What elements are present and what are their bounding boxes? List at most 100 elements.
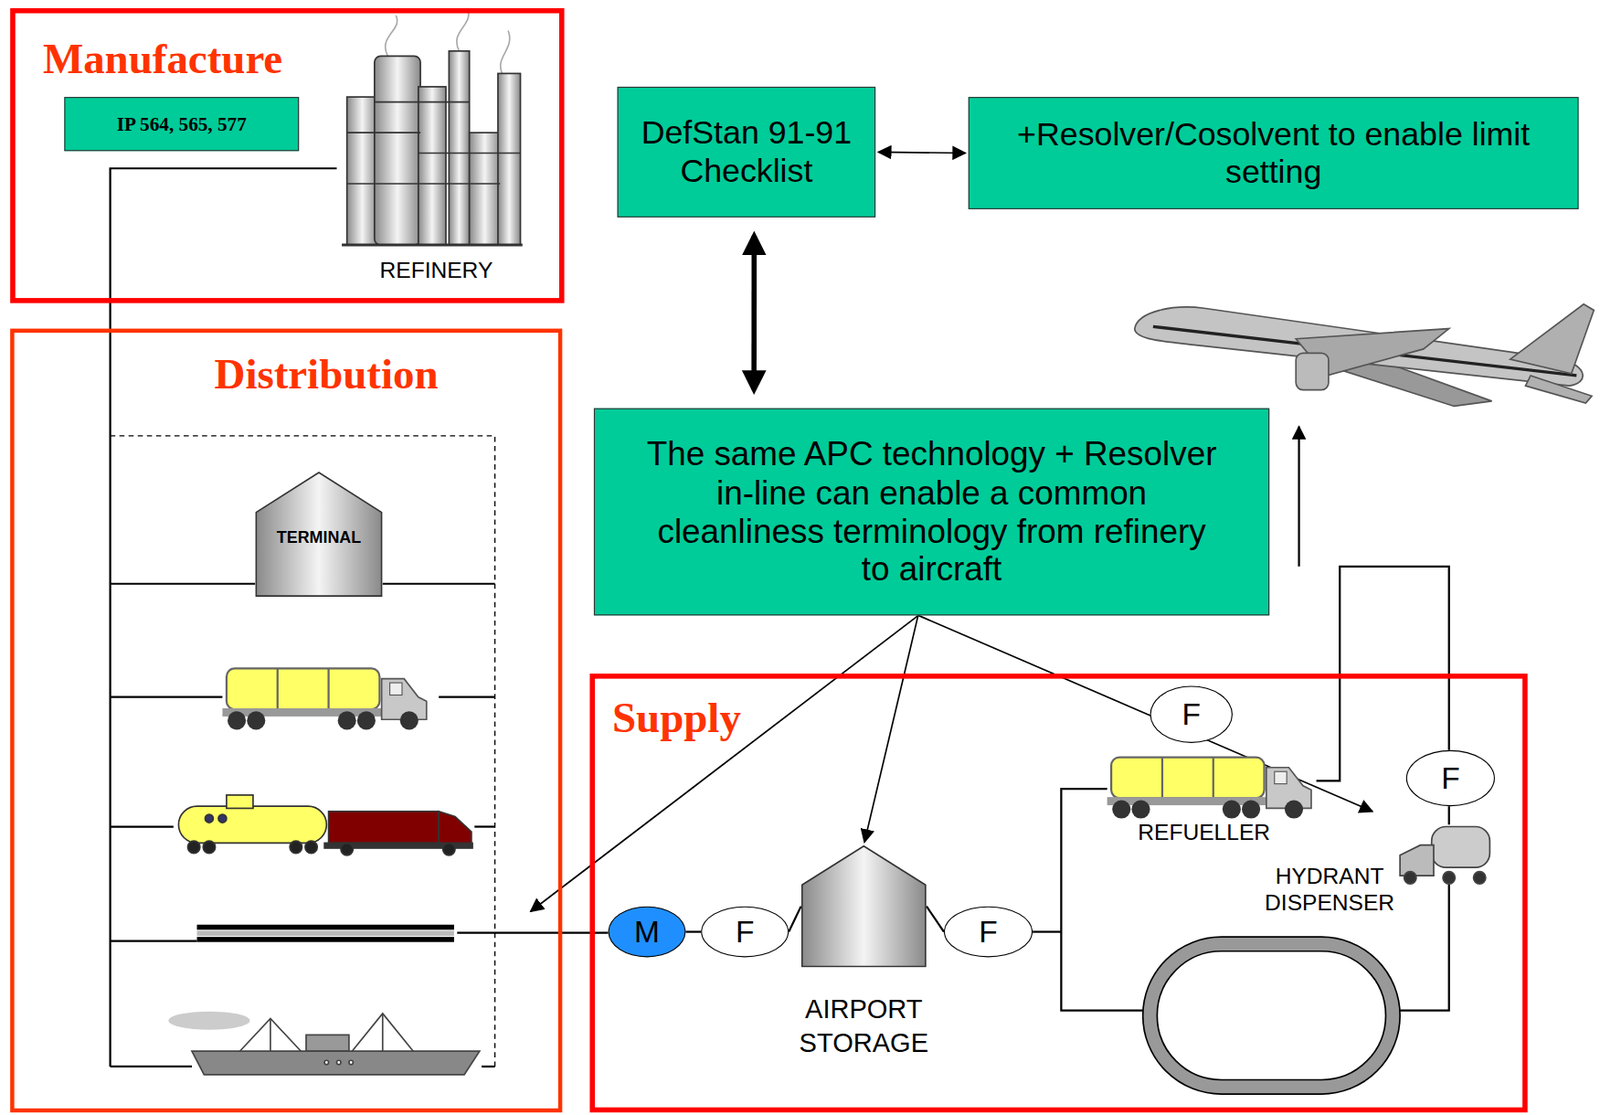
supply-lines-part [1392,879,1449,1011]
rail-tanker-icon-part [204,814,213,823]
airplane-illustration-part [1525,375,1592,403]
road-tanker-icon [222,667,426,730]
distribution-lines-part [481,1065,496,1068]
box-text: +Resolver/Cosolvent to enable limit sett… [977,115,1570,191]
region-title: Manufacture [42,35,283,84]
terminal-tank: TERMINAL [254,471,383,597]
note-box: The same APC technology + Resolver in-li… [593,408,1270,616]
hydrant-dispenser-icon-part [1473,871,1486,884]
tank-label: AIRPORT STORAGE [778,993,949,1060]
refinery-illustration-part [374,101,470,104]
distribution-lines-part [110,1065,192,1068]
hydrant-ring-icon-part [1150,943,1394,1087]
hydrant-dispenser-icon [1399,826,1490,885]
airplane-illustration-part [1153,326,1577,376]
refinery-illustration-part [498,73,521,245]
connector [926,906,944,933]
ship-icon-part [381,1013,384,1051]
ship-icon-part [168,1011,250,1030]
tank-outline [801,845,927,968]
connector [685,930,701,933]
distribution-lines-part [110,696,223,699]
supply-lines-part [1448,805,1451,825]
region-title: Distribution [214,350,439,399]
ship-icon-part [324,1059,329,1064]
distribution-lines-part [438,696,495,699]
refinery-illustration-part [347,182,501,185]
supply-lines [530,426,1450,1011]
distribution-lines-part [110,435,496,1067]
refinery-illustration-part [418,86,446,245]
ship-icon-part [269,1017,272,1051]
supply-lines-part [1032,930,1061,933]
box-text: IP 564, 565, 577 [116,112,247,135]
equipment-label: REFUELLER [1127,819,1282,847]
connector [788,906,801,933]
distribution-lines-part [110,939,198,942]
filter-letter: F [1182,697,1201,732]
filter-letter: F [735,914,754,950]
rail-tanker-icon-part [438,811,472,846]
ship-icon-part [349,1059,353,1064]
ship-icon-part [191,1050,480,1075]
region-title: Supply [612,693,742,742]
ship-icon-part [239,1017,301,1051]
refueller-truck-icon [1107,757,1312,819]
rail-tanker-icon-part [178,805,327,843]
airplane-illustration-part [1510,304,1595,374]
rail-tanker-icon-part [202,840,215,853]
refinery-illustration-part [347,131,421,134]
refinery-illustration-part [341,243,523,247]
rail-tanker-icon-part [328,811,440,844]
ship-icon-part [351,1013,414,1051]
filter-circle: F [700,906,789,958]
airplane-illustration [1134,304,1595,407]
hydrant-ring-icon [1143,936,1400,1094]
hydrant-ring-icon-part [1156,951,1386,1081]
pipeline-icon [197,924,455,943]
tank-outline-shape [802,846,926,967]
connector [751,235,757,391]
note-box: IP 564, 565, 577 [63,96,299,151]
supply-lines-part [1060,788,1150,1010]
filter-letter: F [1441,761,1460,796]
note-box: DefStan 91-91 Checklist [617,86,877,218]
refinery-illustration-part [469,132,501,245]
filter-circle: F [1406,750,1495,806]
tank-label: TERMINAL [254,528,383,547]
filter-letter: M [634,914,660,950]
pipeline-icon-part [197,924,455,931]
hydrant-dispenser-icon-part [1442,871,1455,884]
refinery-illustration-part [374,55,421,245]
distribution-lines-part [110,582,256,585]
pipeline-icon-part [197,930,455,936]
filter-circle: M [608,906,687,958]
box-text: DefStan 91-91 Checklist [626,114,867,190]
filter-circle: F [943,906,1033,958]
ship-icon [168,1011,480,1075]
rail-tanker-icon-part [187,840,200,853]
equipment-label: REFINERY [377,256,495,284]
hydrant-dispenser-icon-part [1404,871,1417,884]
airplane-illustration-part [1134,307,1583,386]
connector [878,151,965,153]
box-text: The same APC technology + Resolver in-li… [639,434,1224,589]
supply-lines-part [1297,426,1300,567]
filter-circle: F [1150,685,1233,743]
distribution-lines-part [110,825,174,827]
refinery-illustration-part [347,96,379,245]
rail-tanker-icon-part [305,840,318,853]
rail-tanker-icon [178,794,473,856]
equipment-label: HYDRANT DISPENSER [1252,863,1407,918]
distribution-lines-part [474,825,495,827]
refinery-illustration-part [448,51,469,245]
pipeline-icon-part [197,936,455,943]
hydrant-dispenser-icon-part [1399,845,1434,877]
hydrant-ring-icon-part [1143,936,1400,1094]
region-box: DistributionTERMINAL [10,328,562,1113]
distribution-lines-part [382,582,496,585]
ship-icon-part [337,1059,341,1064]
rail-tanker-icon-part [226,794,254,809]
storage-tank: AIRPORT STORAGE [801,845,927,968]
refinery-illustration [341,8,523,245]
